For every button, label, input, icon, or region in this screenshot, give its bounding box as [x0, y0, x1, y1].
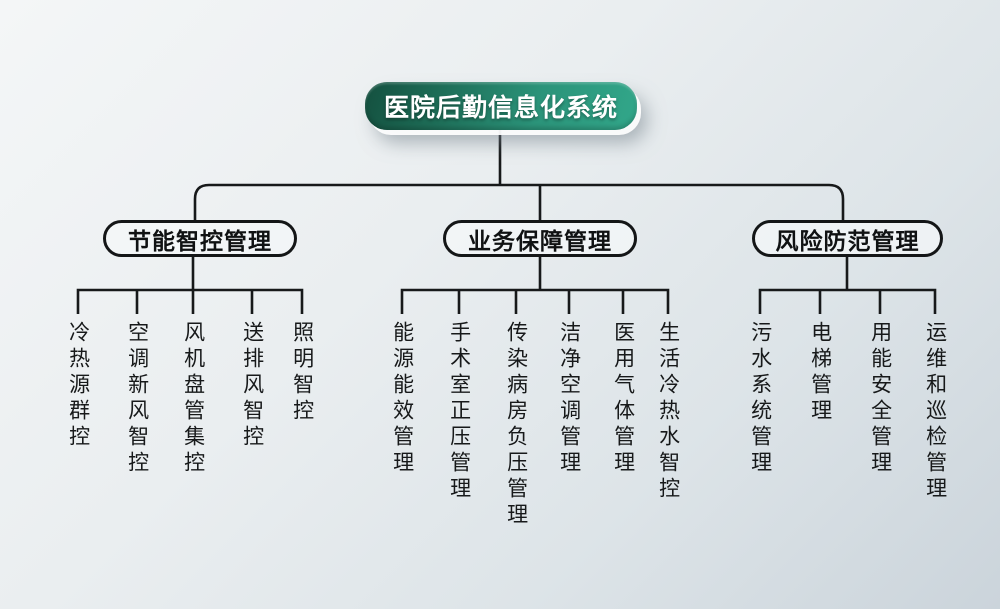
branch-node-label: 业务保障管理 [468, 227, 612, 254]
leaf-label-ac-fresh-air-control: 空调新风智控 [125, 321, 149, 477]
leaf-label-medical-gas-management: 医用气体管理 [611, 321, 635, 477]
leaf-label-lighting-control: 照明智控 [290, 321, 314, 425]
leaf-label-infection-ward-negative-pressure: 传染病房负压管理 [504, 321, 528, 529]
root-node-hospital-logistics-system: 医院后勤信息化系统 [365, 82, 637, 130]
leaf-label-supply-exhaust-air-control: 送排风智控 [240, 321, 264, 451]
leaf-label-fan-coil-group-control: 风机盘管集控 [181, 321, 205, 477]
leaf-label-energy-efficiency-management: 能源能效管理 [390, 321, 414, 477]
branch-node-risk-prevention: 风险防范管理 [752, 220, 943, 257]
branch-node-business-support: 业务保障管理 [443, 220, 637, 257]
leaf-label-operating-room-positive-pressure: 手术室正压管理 [447, 321, 471, 503]
leaf-label-clean-ac-management: 洁净空调管理 [557, 321, 581, 477]
leaf-label-energy-safety-management: 用能安全管理 [868, 321, 892, 477]
branch-node-label: 节能智控管理 [128, 227, 272, 254]
root-node-label: 医院后勤信息化系统 [383, 94, 618, 122]
leaf-label-domestic-hot-cold-water-control: 生活冷热水智控 [656, 321, 680, 503]
branch-node-label: 风险防范管理 [775, 227, 920, 254]
leaf-label-sewage-system-management: 污水系统管理 [748, 321, 772, 477]
branch-node-energy-saving-control: 节能智控管理 [103, 220, 297, 257]
leaf-label-cold-heat-source-group-control: 冷热源群控 [66, 321, 90, 451]
leaf-label-elevator-management: 电梯管理 [808, 321, 832, 425]
leaf-label-operation-inspection-management: 运维和巡检管理 [923, 321, 947, 503]
